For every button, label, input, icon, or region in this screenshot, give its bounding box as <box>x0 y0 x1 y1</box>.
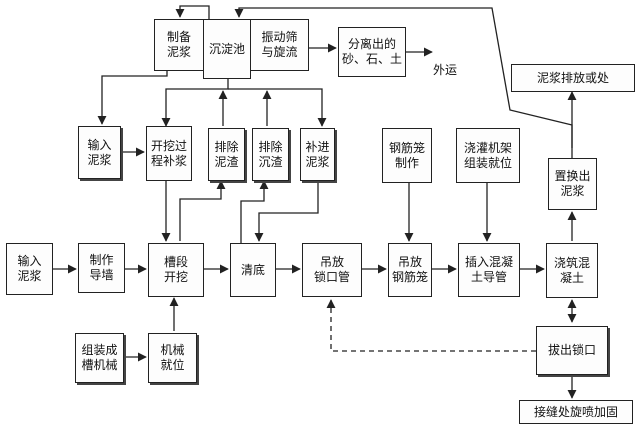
node-guide-wall: 制作 导墙 <box>78 243 125 293</box>
node-discharge-sediment: 排除 泥渣 <box>208 128 245 181</box>
node-vibrating-screen: 振动筛 与旋流 <box>250 19 309 71</box>
edge-supplement-to-clear <box>254 181 319 242</box>
node-assemble-machine: 组装成 槽机械 <box>75 333 124 383</box>
node-hang-steel-cage: 吊放 钢筋笼 <box>388 243 432 297</box>
node-hang-lock-pipe: 吊放 锁口管 <box>302 243 362 297</box>
node-separated: 分离出的 砂、石、土 <box>338 27 406 77</box>
node-clear-bottom: 清底 <box>230 243 276 297</box>
edge-clear-to-deposit <box>240 180 269 243</box>
node-supplement-slurry: 补进 泥浆 <box>300 128 335 181</box>
node-input-slurry-1: 输入 泥浆 <box>78 126 121 179</box>
node-pour-frame-assembly: 浇灌机架 组装就位 <box>456 128 520 183</box>
edge-settling-bus-2 <box>228 88 327 127</box>
node-joint-grouting: 接缝处旋喷加固 <box>519 400 633 424</box>
edge-settling-to-prepare <box>175 5 210 19</box>
node-settling-tank: 沉淀池 <box>203 19 251 79</box>
label-outbound: 外运 <box>433 63 458 77</box>
node-slurry-discharge: 泥浆排放或处 <box>511 64 635 92</box>
edge-trench-to-sediment <box>179 180 226 241</box>
node-pour-concrete: 浇筑混 凝土 <box>546 243 598 298</box>
node-input-slurry-2: 输入 泥浆 <box>6 243 53 295</box>
node-excavation-refill: 开挖过 程补浆 <box>146 126 192 181</box>
node-trench-excavation: 槽段 开挖 <box>148 243 204 297</box>
edge-settling-bus <box>161 78 229 127</box>
node-machine-position: 机械 就位 <box>148 333 197 383</box>
node-prepare-slurry: 制备 泥浆 <box>154 19 204 71</box>
node-discharge-deposit: 排除 沉渣 <box>252 128 289 181</box>
edge-pull-to-lockpipe-dashed <box>326 299 536 352</box>
edge-prepare-to-input <box>97 70 168 125</box>
node-pull-lock-pipe: 拔出锁口 <box>536 326 608 375</box>
node-insert-conduit: 插入混凝 土导管 <box>458 243 520 297</box>
node-steel-cage-make: 钢筋笼 制作 <box>382 128 432 183</box>
node-replace-slurry: 置换出 泥浆 <box>548 158 597 210</box>
